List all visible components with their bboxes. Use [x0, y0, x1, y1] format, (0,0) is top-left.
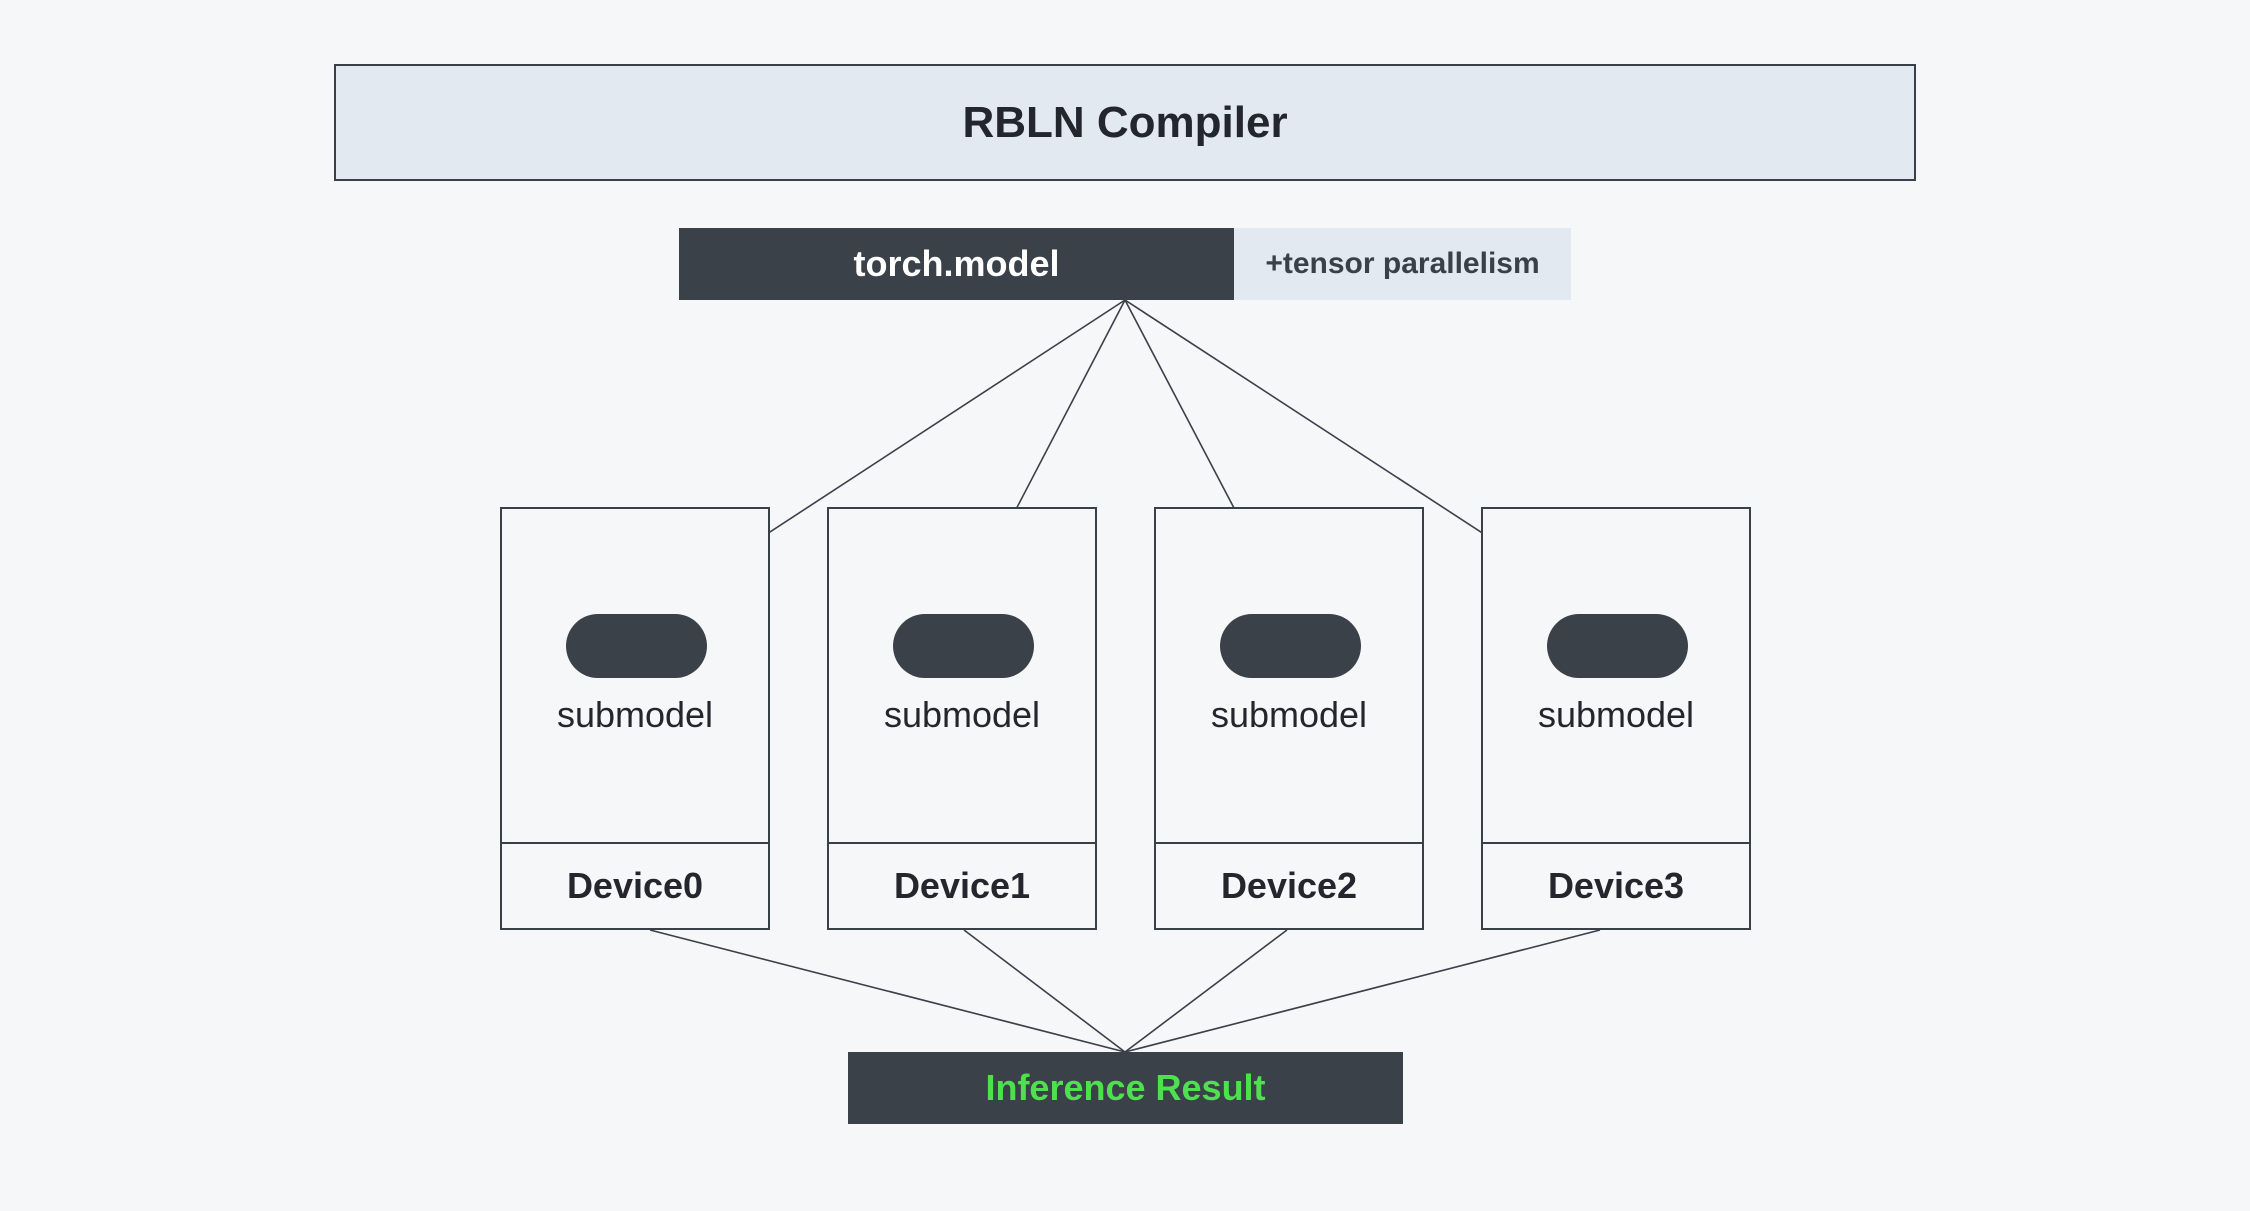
device-label: Device3 [1547, 865, 1685, 906]
device-box-3: submodel Device3 [1481, 507, 1751, 930]
device-box-1: submodel Device1 [827, 507, 1097, 930]
tensor-parallelism-badge: +tensor parallelism [1234, 228, 1571, 300]
compiler-box: RBLN Compiler [334, 64, 1916, 181]
submodel-label: submodel [1210, 694, 1368, 735]
device-label: Device2 [1220, 865, 1358, 906]
inference-result-bar: Inference Result [848, 1052, 1403, 1124]
submodel-pill [1220, 614, 1361, 678]
compiler-title: RBLN Compiler [962, 97, 1288, 147]
device-box-0: submodel Device0 [500, 507, 770, 930]
merge-line-device3 [1124, 929, 1601, 1053]
submodel-label: submodel [556, 694, 714, 735]
device-label: Device0 [566, 865, 704, 906]
device-box-2: submodel Device2 [1154, 507, 1424, 930]
submodel-pill [566, 614, 707, 678]
tensor-parallelism-label: +tensor parallelism [1265, 247, 1540, 280]
model-bar: torch.model [679, 228, 1234, 300]
submodel-label: submodel [883, 694, 1041, 735]
merge-line-device0 [649, 929, 1126, 1053]
device-divider [502, 842, 768, 844]
inference-result-label: Inference Result [985, 1067, 1266, 1108]
submodel-pill [1547, 614, 1688, 678]
device-divider [1483, 842, 1749, 844]
merge-line-device2 [1124, 929, 1288, 1053]
submodel-pill [893, 614, 1034, 678]
model-label: torch.model [853, 243, 1060, 284]
device-divider [1156, 842, 1422, 844]
device-label: Device1 [893, 865, 1031, 906]
device-divider [829, 842, 1095, 844]
merge-line-device1 [963, 929, 1126, 1053]
submodel-label: submodel [1537, 694, 1695, 735]
